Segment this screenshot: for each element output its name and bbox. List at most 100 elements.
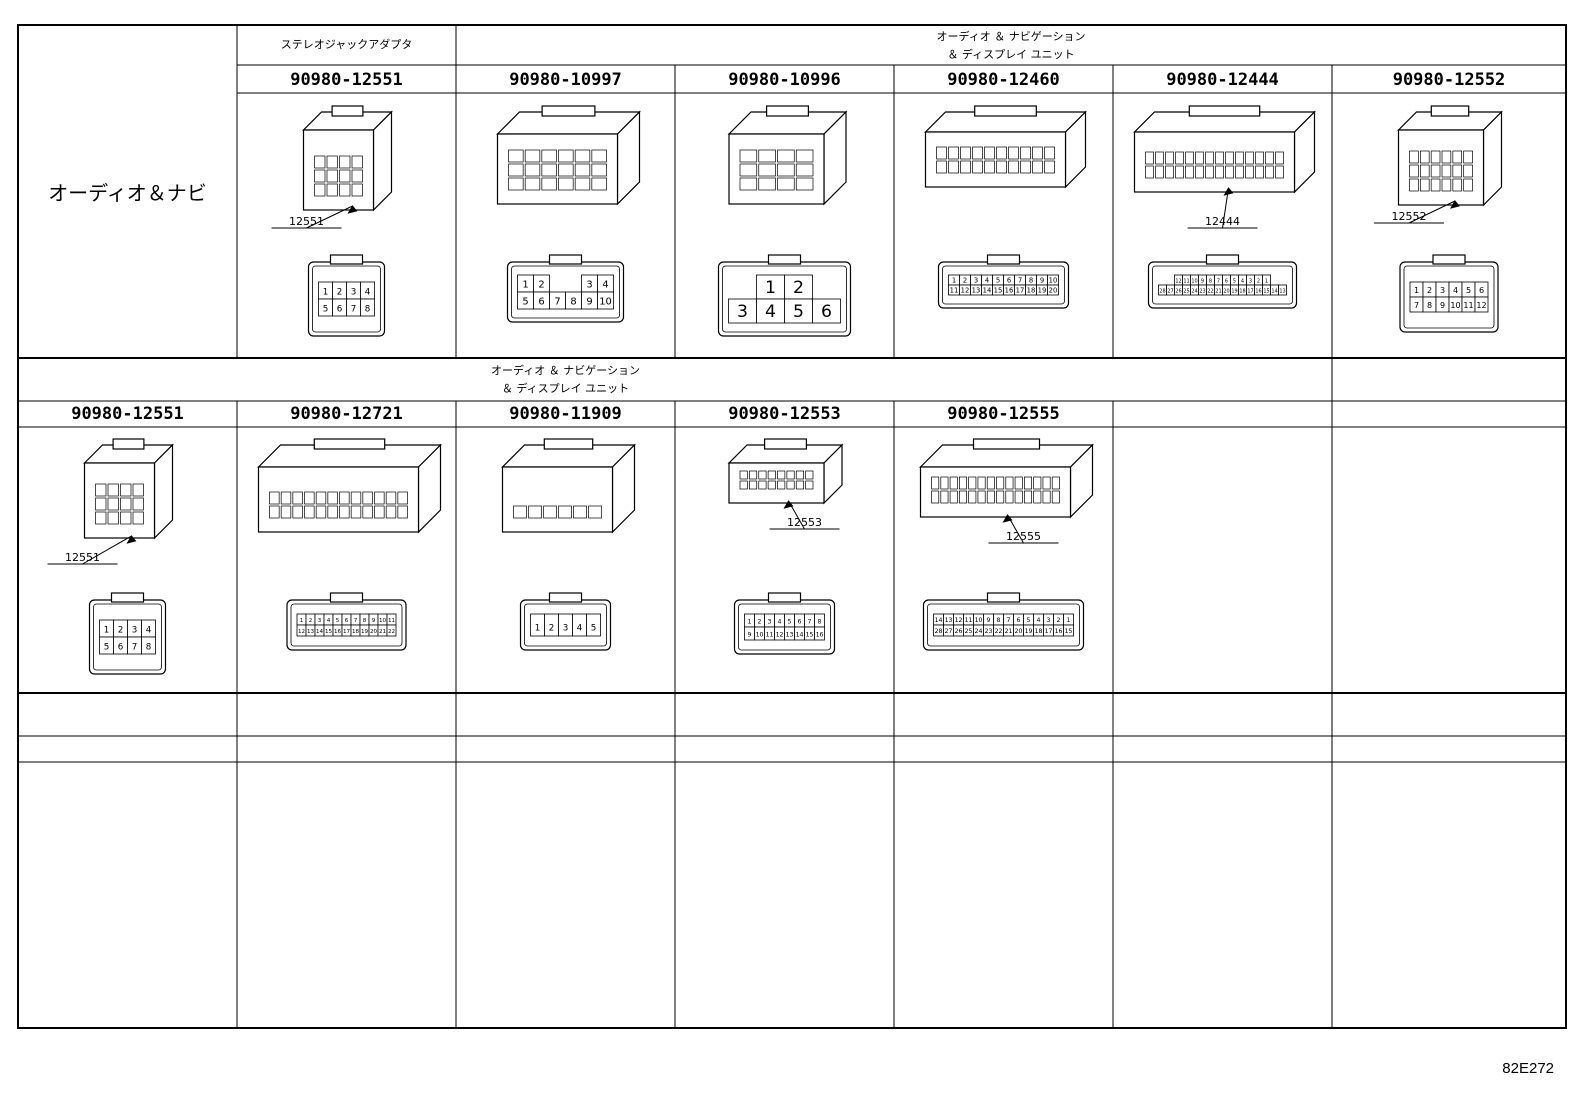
cavity xyxy=(1430,164,1441,178)
pin-number: 19 xyxy=(1231,288,1237,294)
cavity xyxy=(339,169,351,183)
pin-number: 12 xyxy=(955,617,963,624)
pin-number: 27 xyxy=(1167,288,1173,294)
pin-number: 14 xyxy=(983,286,992,294)
cavity xyxy=(1014,490,1023,504)
cavity xyxy=(1044,146,1055,160)
cavity xyxy=(304,505,315,519)
cavity xyxy=(1145,151,1154,165)
face-latch xyxy=(767,254,802,265)
cavity xyxy=(543,505,557,519)
pin-cell xyxy=(756,274,785,300)
connector-body xyxy=(924,105,1087,189)
pin-number: 3 xyxy=(586,280,592,291)
cavity xyxy=(508,149,524,163)
cavity xyxy=(558,505,572,519)
pin-number: 14 xyxy=(316,629,324,635)
cavity xyxy=(558,177,574,191)
cavity xyxy=(107,497,119,511)
pin-number: 18 xyxy=(1035,628,1043,635)
cavity xyxy=(960,146,971,160)
cavity xyxy=(777,149,795,163)
callout-arrow xyxy=(1223,187,1234,196)
group-header-audio-nav: オーディオ ＆ ナビゲーション xyxy=(936,29,1085,43)
pin-cell xyxy=(141,636,156,655)
cavity xyxy=(1430,150,1441,164)
cavity xyxy=(528,505,542,519)
pin-number: 11 xyxy=(766,632,774,639)
cavity xyxy=(977,476,986,490)
callout-line xyxy=(1408,200,1456,224)
cavity xyxy=(292,491,303,505)
cavity xyxy=(1265,151,1274,165)
cavity xyxy=(749,480,758,490)
cavity xyxy=(931,476,940,490)
latch xyxy=(543,438,594,450)
cavity xyxy=(591,163,607,177)
pin-number: 1 xyxy=(522,280,528,291)
cavity xyxy=(95,497,107,511)
cavity xyxy=(1008,146,1019,160)
group-header-audio-nav-2: ＆ ディスプレイ ユニット xyxy=(502,381,629,395)
cavity xyxy=(132,497,144,511)
cavity xyxy=(339,155,351,169)
connector-body xyxy=(501,438,636,534)
body-front xyxy=(302,129,375,211)
cavity xyxy=(573,505,587,519)
pin-number: 23 xyxy=(1199,288,1205,294)
cavity xyxy=(508,163,524,177)
cavity xyxy=(777,163,795,177)
cavity xyxy=(1463,164,1473,178)
cavity xyxy=(1024,490,1032,504)
pin-number: 12 xyxy=(961,286,970,294)
cavity xyxy=(1409,150,1419,164)
pin-number: 8 xyxy=(365,305,371,315)
pin-number: 6 xyxy=(1007,276,1011,284)
pin-number: 8 xyxy=(570,297,576,308)
cavity xyxy=(1044,160,1055,174)
cavity xyxy=(996,146,1007,160)
cavity xyxy=(1255,165,1264,179)
pin-number: 8 xyxy=(1029,276,1033,284)
cavity xyxy=(326,183,338,197)
pin-number: 13 xyxy=(945,617,953,624)
cavity xyxy=(107,511,119,525)
part-code: 90980-12551 xyxy=(71,404,184,424)
callout-label: 12551 xyxy=(289,215,324,228)
cavity xyxy=(513,505,527,519)
pin-number: 5 xyxy=(1466,286,1471,295)
cavity xyxy=(1020,146,1031,160)
cavity xyxy=(327,505,338,519)
cavity xyxy=(739,149,758,163)
pin-number: 5 xyxy=(323,305,329,315)
connector-body xyxy=(1133,105,1316,194)
cavity xyxy=(936,160,947,174)
pin-number: 23 xyxy=(985,628,993,635)
pin-number: 5 xyxy=(336,618,340,624)
cavity xyxy=(786,470,795,480)
pin-number: 24 xyxy=(975,628,983,635)
cavity xyxy=(397,505,408,519)
cavity xyxy=(739,480,748,490)
pin-number: 5 xyxy=(104,643,110,653)
cavity xyxy=(749,470,758,480)
cavity xyxy=(805,470,814,480)
cavity xyxy=(508,177,524,191)
pin-number: 1 xyxy=(765,278,776,298)
cavity xyxy=(986,476,995,490)
pin-number: 5 xyxy=(996,276,1000,284)
pin-number: 12 xyxy=(776,632,784,639)
pin-cell xyxy=(1474,296,1489,313)
pin-number: 2 xyxy=(758,619,762,626)
pin-number: 17 xyxy=(343,629,351,635)
cavity xyxy=(524,149,541,163)
pin-number: 4 xyxy=(1453,286,1458,295)
pin-number: 9 xyxy=(1040,276,1044,284)
cavity xyxy=(107,483,119,497)
cavity xyxy=(1419,150,1430,164)
cavity xyxy=(326,155,338,169)
